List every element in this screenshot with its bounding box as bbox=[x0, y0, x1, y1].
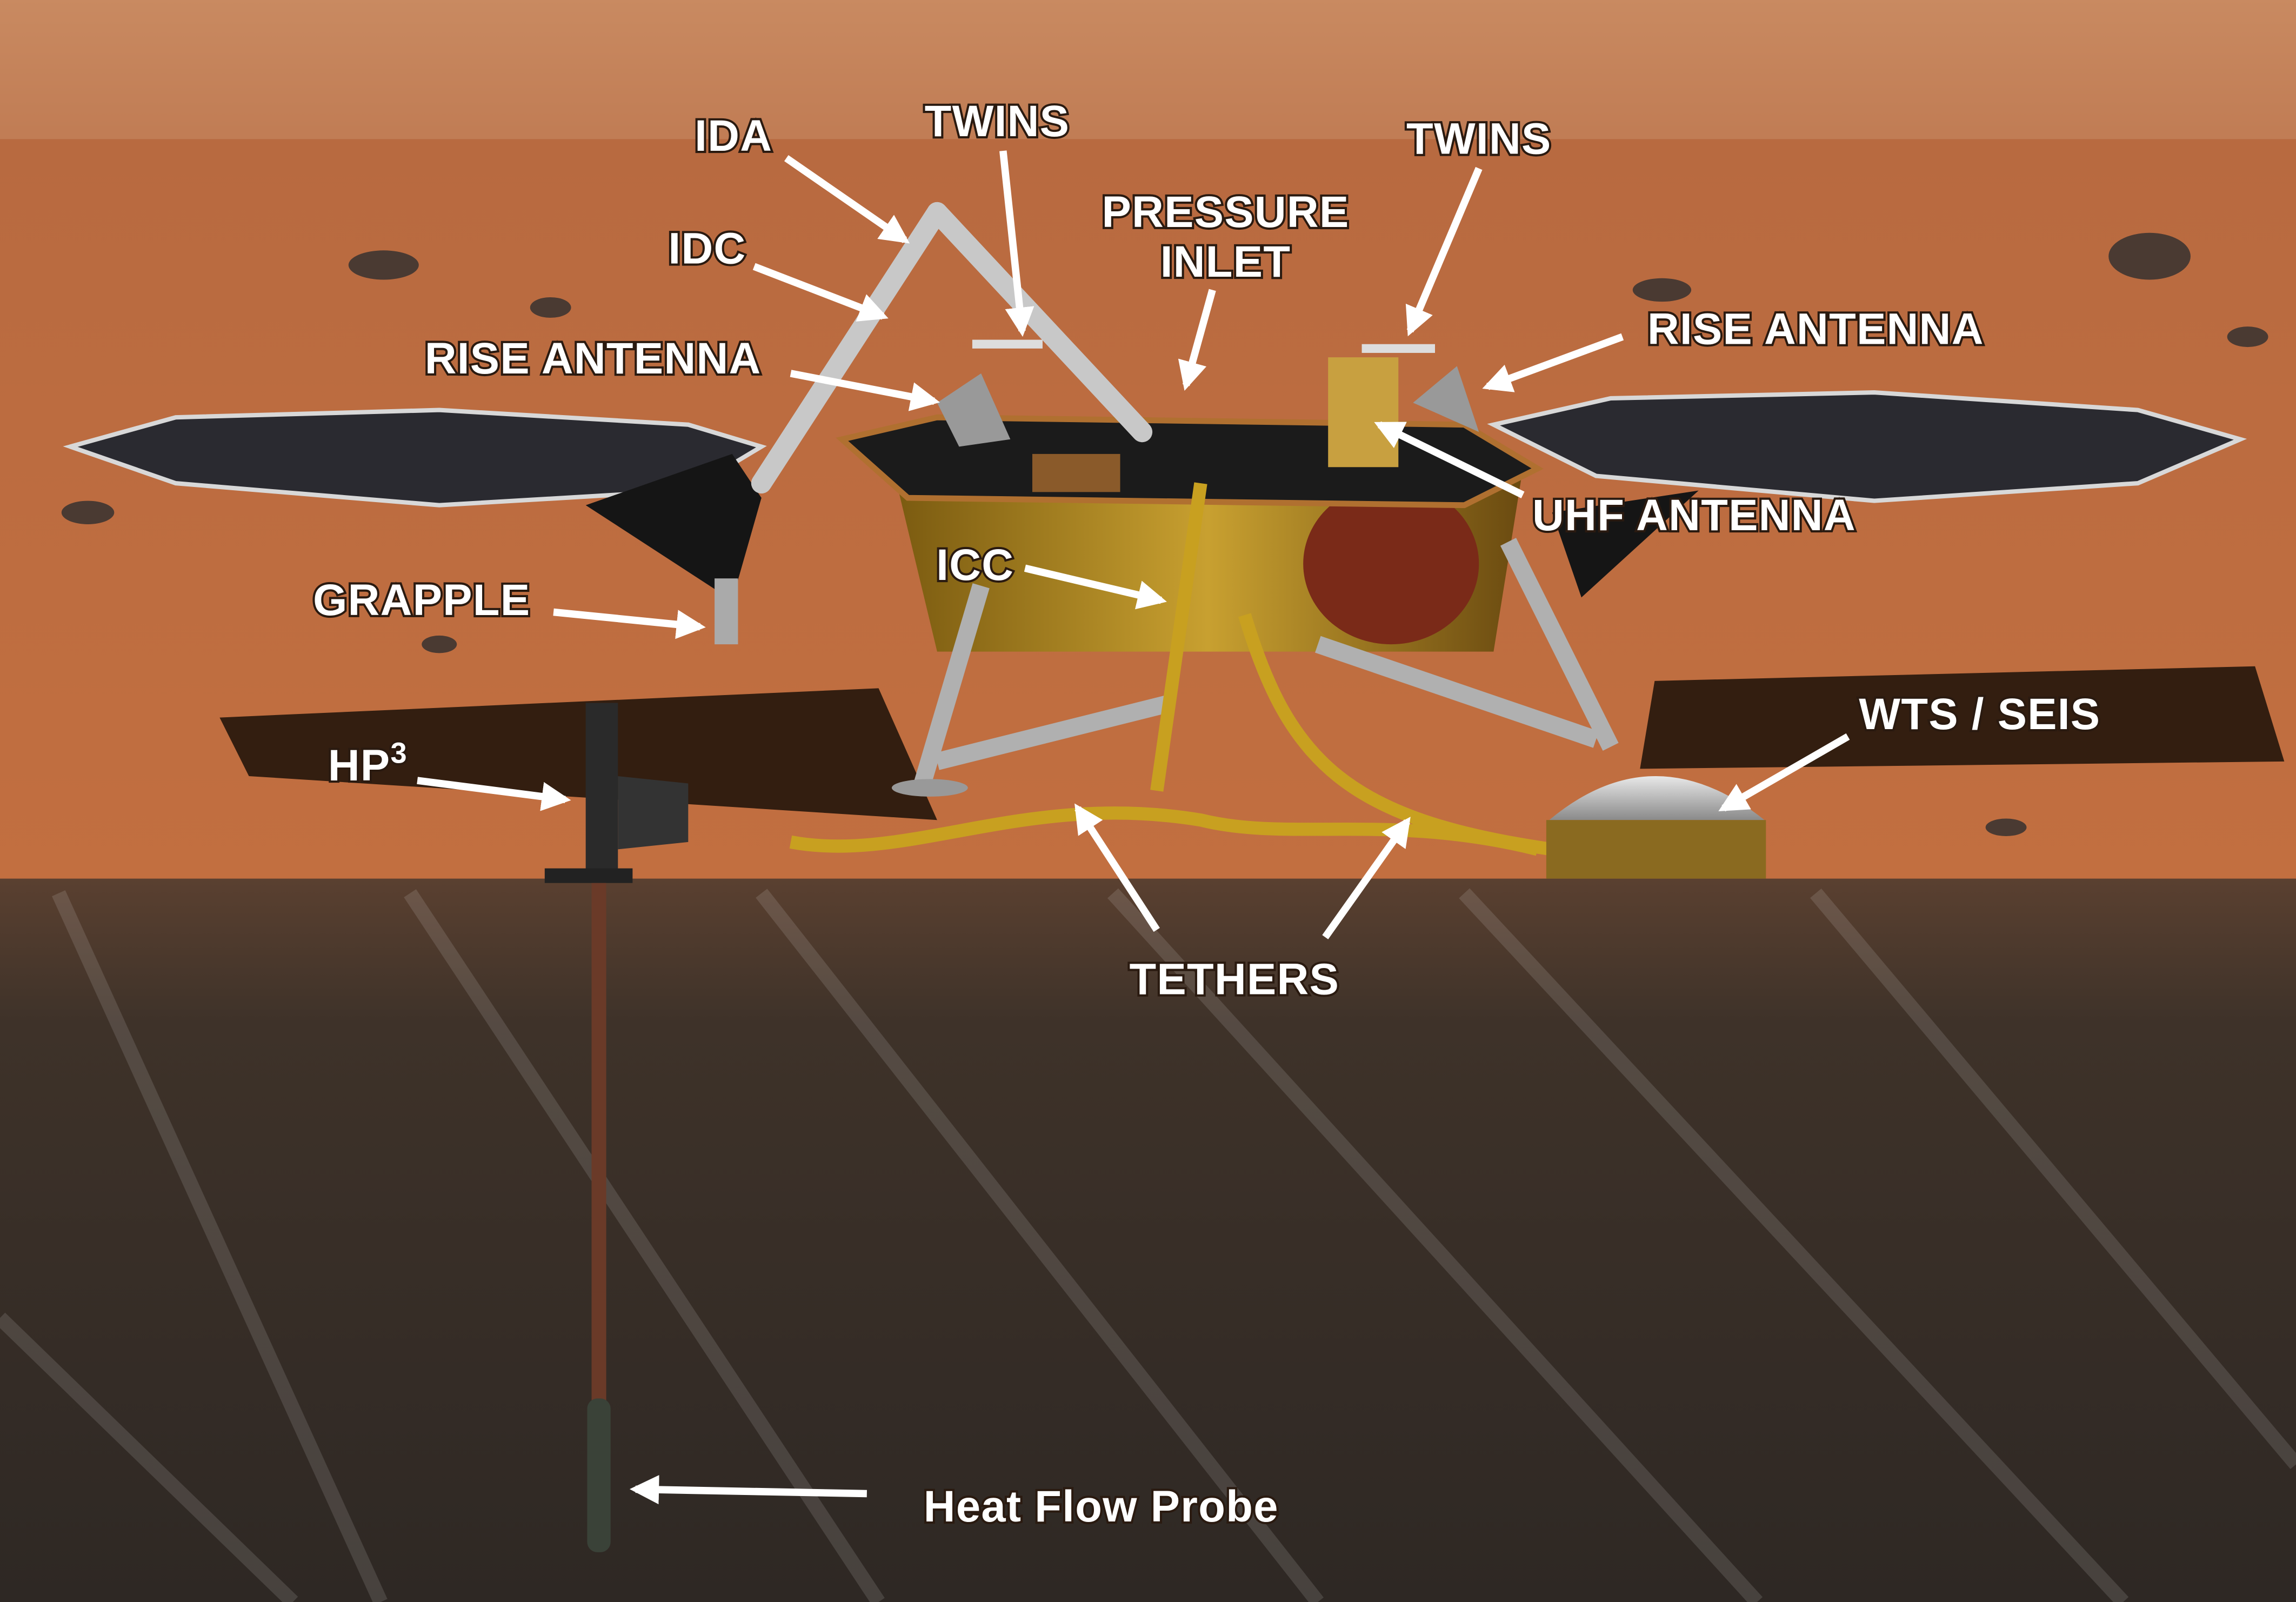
arrow-rise-antenna-left bbox=[790, 370, 940, 411]
grapple bbox=[715, 578, 738, 645]
solar-panel-left bbox=[63, 408, 767, 508]
label-ida: IDA bbox=[695, 111, 772, 161]
lander-deck bbox=[836, 414, 1544, 509]
arrow-ida bbox=[784, 155, 910, 244]
label-hp3-superscript: 3 bbox=[390, 737, 407, 770]
arrow-rise-antenna-right bbox=[1482, 333, 1624, 392]
arrow-uhf-antenna bbox=[1374, 421, 1525, 498]
horizon-haze bbox=[0, 0, 2296, 139]
arrow-tethers-left bbox=[1074, 803, 1160, 932]
label-rise-antenna-left: RISE ANTENNA bbox=[425, 334, 762, 383]
panel-mount-left bbox=[585, 453, 762, 600]
label-tethers: TETHERS bbox=[1129, 955, 1339, 1004]
footpad-left bbox=[891, 779, 968, 797]
panel-mount-right bbox=[1552, 490, 1699, 598]
label-pressure-inlet-line1: PRESSURE bbox=[1102, 188, 1350, 237]
hp3-support bbox=[585, 703, 618, 872]
lander-shadow-right bbox=[1640, 666, 2285, 769]
arrow-icc bbox=[1024, 564, 1167, 610]
arrow-twins-left bbox=[999, 150, 1034, 337]
label-heat-flow-probe: Heat Flow Probe bbox=[924, 1482, 1279, 1531]
seis-base bbox=[1546, 820, 1766, 879]
arrow-pressure-inlet bbox=[1178, 289, 1216, 391]
arrow-grapple bbox=[553, 608, 706, 639]
lander-shadow-left bbox=[219, 688, 937, 820]
robotic-arm bbox=[751, 202, 1153, 494]
label-grapple: GRAPPLE bbox=[313, 576, 530, 625]
propellant-tank bbox=[1303, 483, 1479, 645]
solar-panel-right bbox=[1487, 390, 2247, 503]
subsurface-cutaway bbox=[0, 878, 2296, 1602]
label-icc: ICC bbox=[936, 540, 1014, 590]
arrow-tethers-right bbox=[1322, 817, 1411, 939]
arrow-twins-right bbox=[1405, 166, 1483, 337]
wts-dome bbox=[1549, 776, 1765, 820]
arrow-idc bbox=[752, 263, 889, 322]
hp3-base bbox=[544, 868, 633, 883]
hp3-housing bbox=[618, 776, 689, 850]
label-twins-right: TWINS bbox=[1406, 114, 1552, 163]
label-pressure-inlet-line2: INLET bbox=[1160, 237, 1291, 286]
heat-flow-probe-mole bbox=[587, 1398, 611, 1552]
label-rise-antenna-right: RISE ANTENNA bbox=[1647, 305, 1984, 354]
rocks bbox=[61, 232, 2268, 837]
rise-antenna-left bbox=[937, 373, 1011, 447]
deck-box bbox=[1032, 453, 1120, 492]
arrow-hp3 bbox=[417, 777, 571, 811]
subsurface-streaks bbox=[0, 888, 2296, 1602]
twins-right-boom bbox=[1361, 344, 1435, 353]
label-twins-left: TWINS bbox=[925, 97, 1070, 146]
label-hp3: HP3 bbox=[328, 737, 408, 791]
uhf-antenna bbox=[1328, 357, 1399, 468]
arrow-heat-flow-probe bbox=[629, 1475, 867, 1505]
arrow-wts-seis bbox=[1718, 733, 1850, 812]
label-idc: IDC bbox=[669, 224, 746, 273]
tether-seis bbox=[1150, 482, 1553, 856]
rise-antenna-right bbox=[1413, 366, 1479, 432]
lander-legs bbox=[914, 538, 1619, 786]
label-uhf-antenna: UHF ANTENNA bbox=[1532, 491, 1856, 540]
twins-left-boom bbox=[972, 339, 1043, 349]
label-hp3-base: HP bbox=[328, 741, 391, 790]
label-wts-seis: WTS / SEIS bbox=[1859, 690, 2100, 739]
